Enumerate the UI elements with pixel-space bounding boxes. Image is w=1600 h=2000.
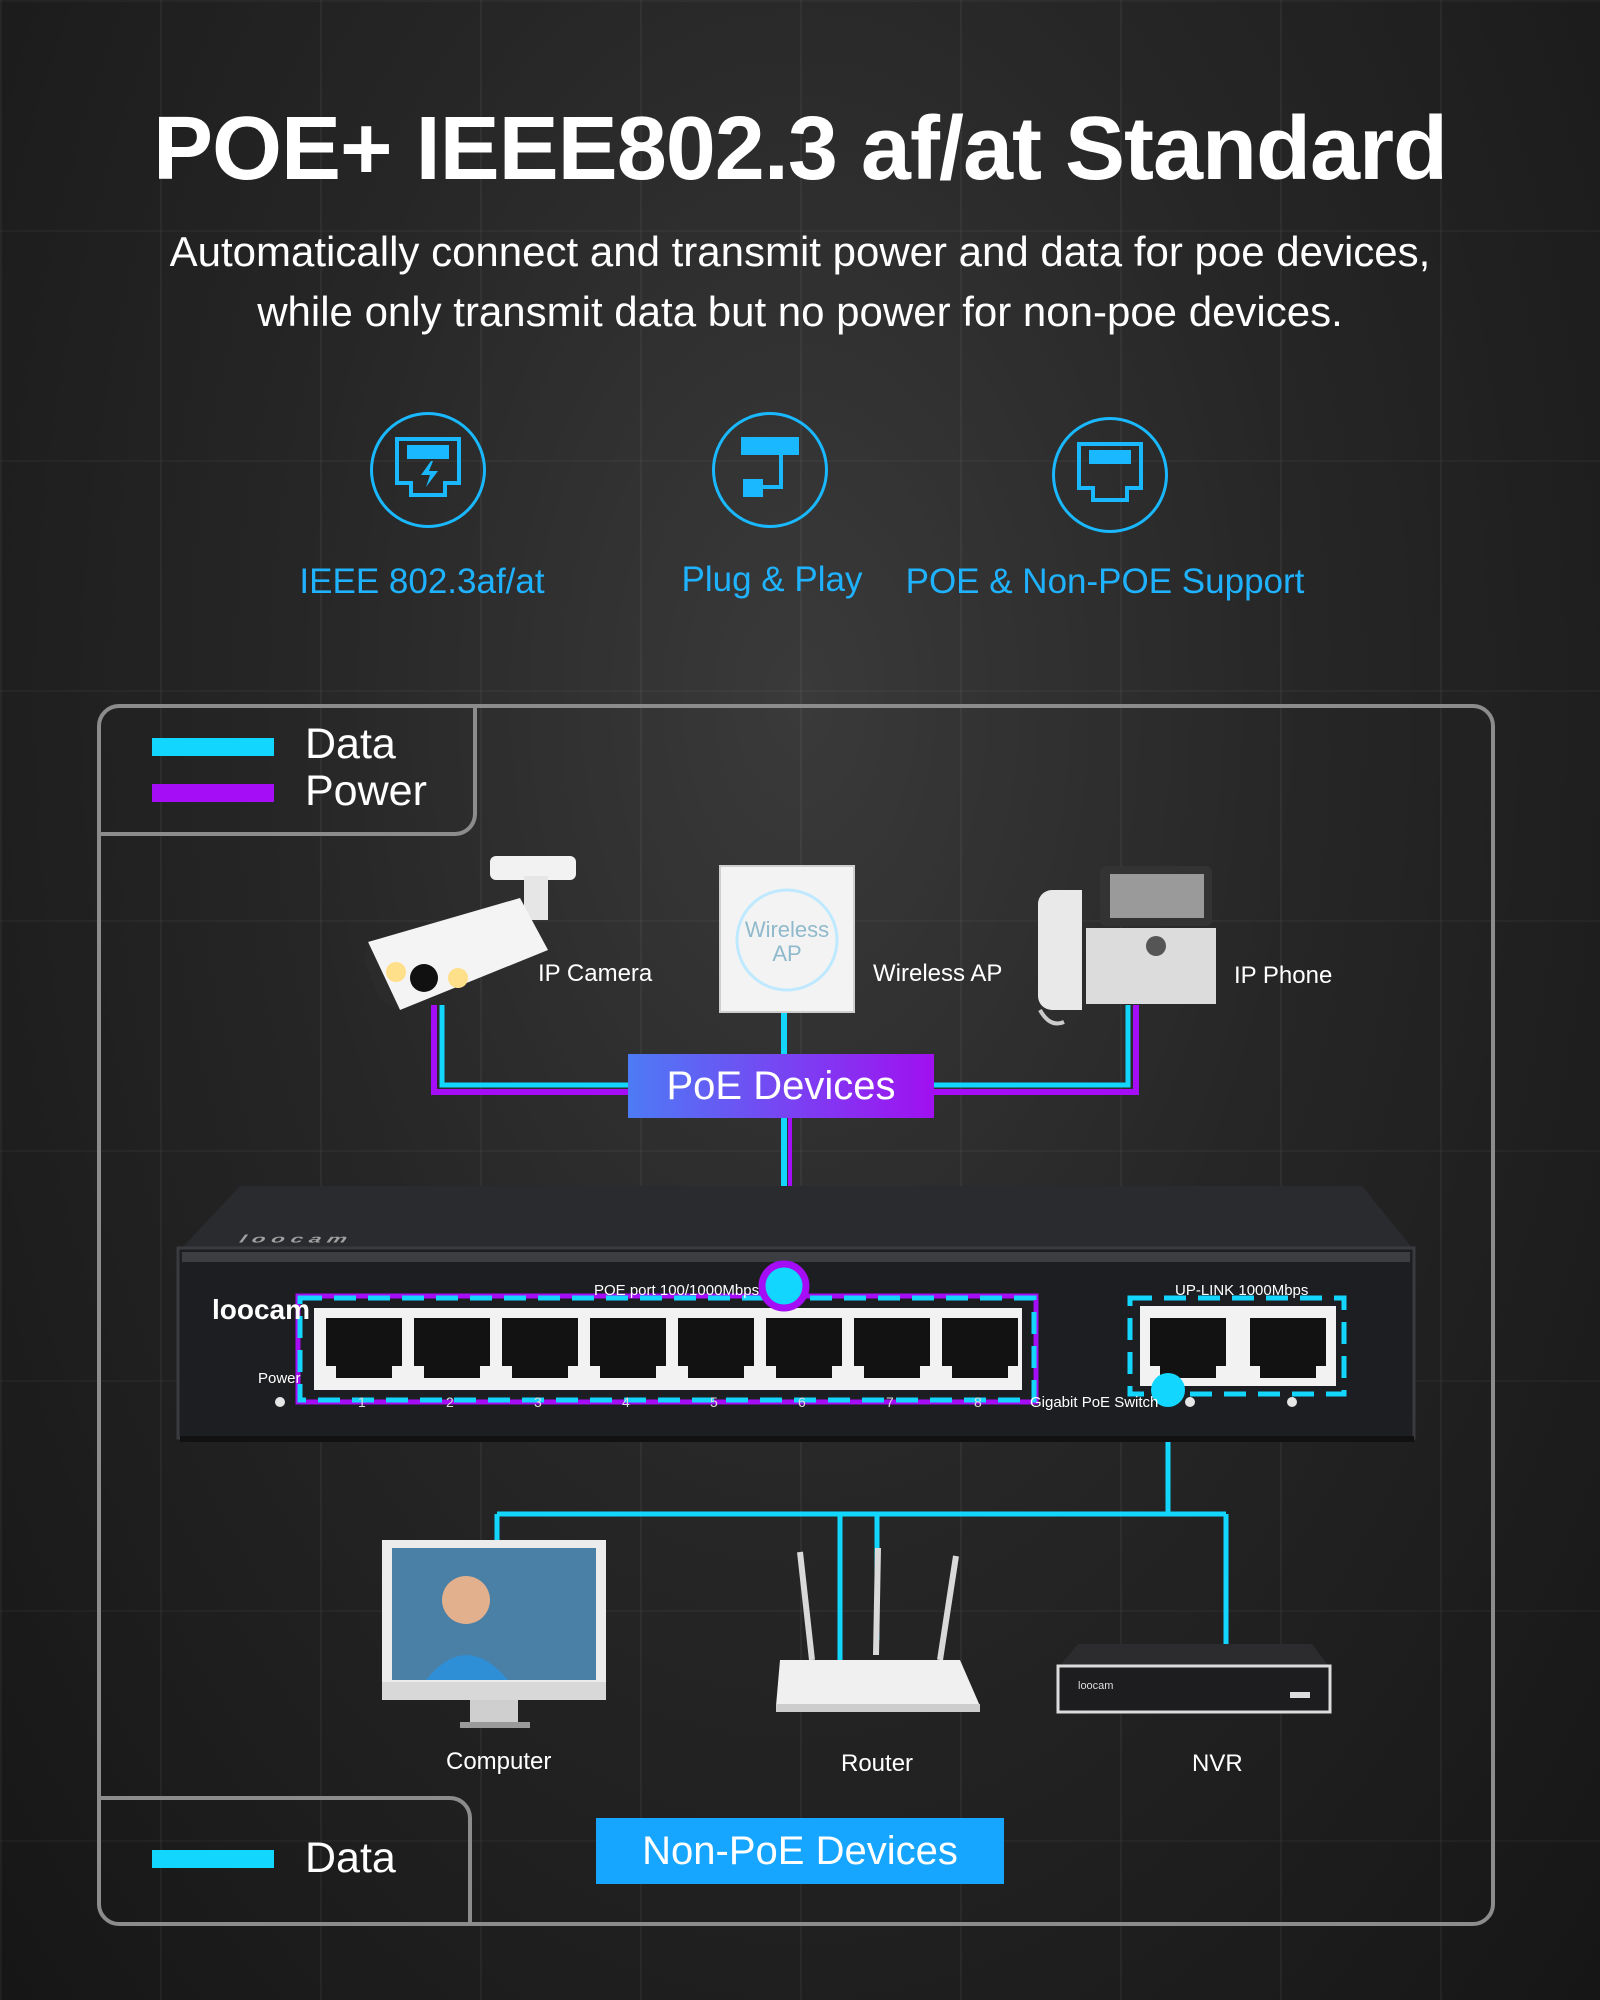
plug-cable-icon [712,412,828,528]
nvr-brand: loocam [1078,1680,1114,1692]
port-number-8: 8 [974,1394,982,1410]
ap-box-line-1: Wireless [744,917,830,942]
uplink-port-group [1127,1295,1347,1397]
feature-label-plug-play: Plug & Play [681,560,863,599]
legend-power-swatch [152,784,274,802]
uplink-connection-node [1151,1373,1185,1407]
port-number-4: 4 [622,1394,630,1410]
legend-bottom-data-label: Data [305,1834,396,1882]
page-subtitle: Automatically connect and transmit power… [100,222,1500,342]
legend-bottom-data-swatch [152,1850,274,1868]
port-number-6: 6 [798,1394,806,1410]
poe-port-5 [678,1318,754,1378]
switch-power-label: Power [258,1370,301,1387]
legend-top [97,704,477,836]
switch-top-brand: loocam [237,1232,356,1246]
poe-port-2 [414,1318,490,1378]
port-number-5: 5 [710,1394,718,1410]
poe-port-6 [766,1318,842,1378]
poe-ports [326,1318,1018,1378]
diagram-frame [97,704,1495,1926]
port-number-7: 7 [886,1394,894,1410]
ap-box-text: Wireless AP [720,918,854,966]
poe-port-4 [590,1318,666,1378]
poe-port-1 [326,1318,402,1378]
port-number-2: 2 [446,1394,454,1410]
wireless-ap-image [719,865,855,1013]
switch-model-label: Gigabit PoE Switch [1030,1394,1159,1411]
legend-data-label: Data [305,720,396,768]
non-poe-devices-badge: Non-PoE Devices [596,1818,1004,1884]
ap-box-line-2: AP [772,941,802,966]
poe-port-3 [502,1318,578,1378]
nvr-image [1056,1644,1332,1714]
legend-power-label: Power [305,767,427,815]
poe-port-8 [942,1318,1018,1378]
ip-phone-image [1038,866,1216,1026]
page-title: POE+ IEEE802.3 af/at Standard [152,99,1448,199]
poe-devices-badge: PoE Devices [628,1054,934,1118]
label-router: Router [841,1750,914,1777]
feature-label-ieee: IEEE 802.3af/at [299,562,545,601]
ethernet-port-icon [1052,417,1168,533]
label-computer: Computer [446,1748,552,1775]
subtitle-line-2: while only transmit data but no power fo… [257,288,1343,335]
port-number-1: 1 [358,1394,366,1410]
poe-connection-node [758,1260,810,1312]
ip-camera-image [364,856,576,1010]
switch-poe-port-label: POE port 100/1000Mbps [594,1282,760,1299]
switch-leds [275,1397,1297,1407]
poe-port-7 [854,1318,930,1378]
ethernet-port-lightning-icon [370,412,486,528]
port-number-3: 3 [534,1394,542,1410]
legend-bottom [97,1796,472,1926]
subtitle-line-1: Automatically connect and transmit power… [169,228,1431,275]
label-wireless-ap: Wireless AP [873,960,1003,987]
label-ip-phone: IP Phone [1234,962,1333,989]
switch-brand: loocam [212,1294,311,1325]
label-ip-camera: IP Camera [538,960,653,987]
switch-uplink-label: UP-LINK 1000Mbps [1175,1282,1309,1299]
computer-image [382,1540,606,1728]
router-image [776,1547,980,1712]
feature-label-poe-support: POE & Non-POE Support [905,562,1305,601]
label-nvr: NVR [1192,1750,1243,1777]
legend-data-swatch [152,738,274,756]
